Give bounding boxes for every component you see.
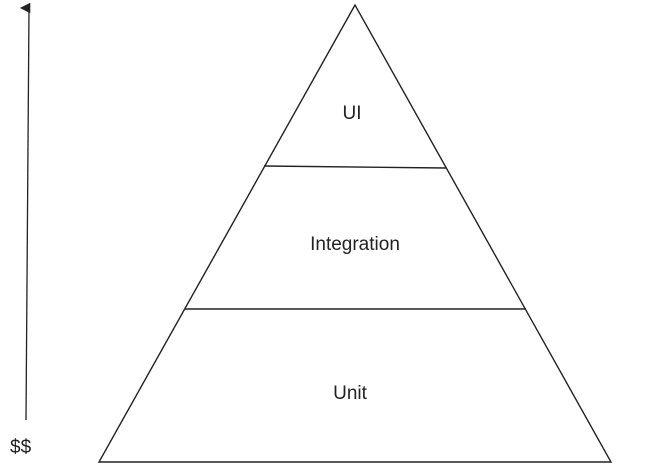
tier-divider-ui-integration — [263, 165, 447, 169]
pyramid-outline — [97, 3, 613, 463]
tier-label-integration: Integration — [310, 234, 400, 255]
tier-label-unit: Unit — [333, 383, 368, 404]
tier-label-ui: UI — [343, 103, 362, 124]
cost-axis-label: $$ — [10, 437, 32, 458]
cost-axis-arrow — [19, 2, 31, 421]
